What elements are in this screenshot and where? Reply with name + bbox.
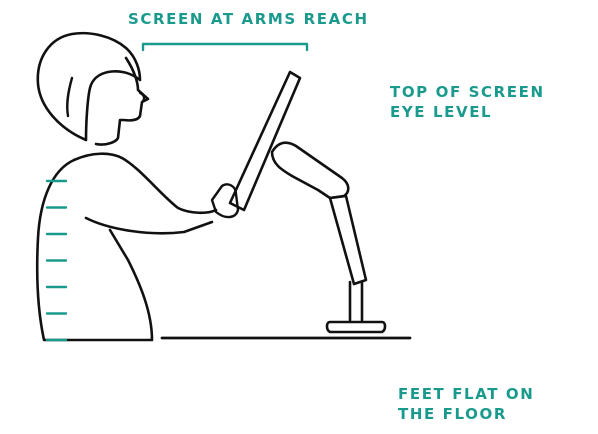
monitor-arm-clamp	[327, 322, 385, 332]
spine-posture-ticks	[47, 181, 66, 340]
arm-outline	[86, 218, 212, 233]
hair-outline	[38, 33, 140, 140]
monitor-arm-lower	[330, 196, 366, 284]
eye-level-line-1: TOP OF SCREEN	[390, 82, 545, 102]
monitor-arm-upper	[272, 143, 348, 198]
feet-line-1: FEET FLAT ON	[398, 384, 534, 404]
arms-reach-bracket	[143, 44, 307, 50]
monitor-screen	[230, 72, 300, 210]
feet-label: FEET FLAT ON THE FLOOR	[398, 384, 534, 424]
nose-tip	[140, 93, 144, 101]
monitor-arm-post	[350, 282, 362, 320]
shoulder-line	[74, 154, 216, 213]
arms-reach-label: SCREEN AT ARMS REACH	[128, 9, 369, 29]
hand-outline	[212, 184, 238, 217]
feet-line-2: THE FLOOR	[398, 404, 534, 424]
eye-level-label: TOP OF SCREEN EYE LEVEL	[390, 82, 545, 122]
eye-level-line-2: EYE LEVEL	[390, 102, 545, 122]
arms-reach-text: SCREEN AT ARMS REACH	[128, 9, 369, 29]
hair-strand	[67, 78, 72, 116]
